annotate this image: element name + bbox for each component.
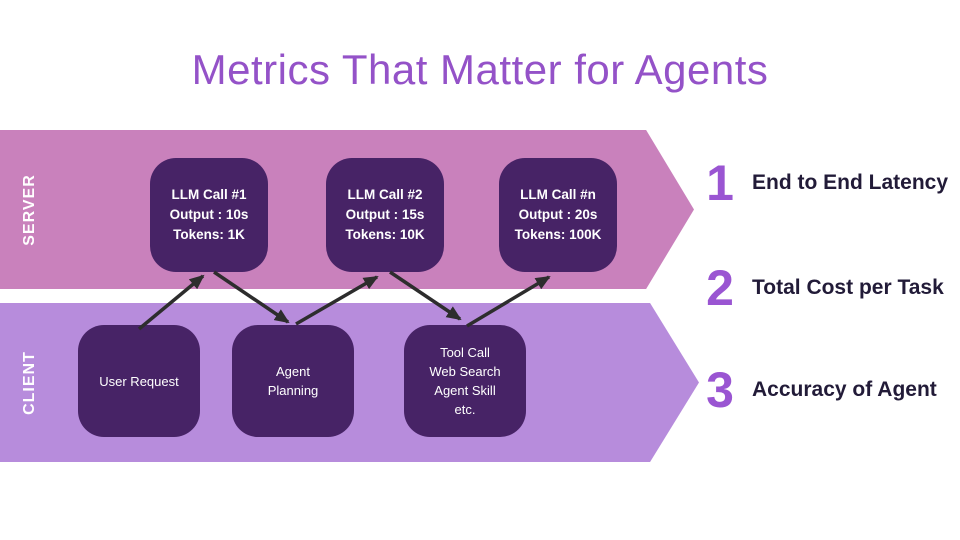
llm-call-2-title: LLM Call #2 [347, 187, 423, 202]
tool-call-label-line4: etc. [454, 402, 476, 417]
llm-call-2-output: Output : 15s [345, 207, 425, 222]
llm-call-1-box: LLM Call #1 Output : 10s Tokens: 1K [150, 158, 268, 272]
llm-call-n-tokens: Tokens: 100K [514, 227, 602, 242]
metric-number-3: 3 [706, 362, 734, 418]
metric-label-3: Accuracy of Agent [752, 378, 937, 401]
tool-call-box: Tool Call Web Search Agent Skill etc. [404, 325, 526, 437]
metric-number-1: 1 [706, 155, 734, 211]
llm-call-n-output: Output : 20s [518, 207, 598, 222]
llm-call-1-output: Output : 10s [169, 207, 249, 222]
metric-item-accuracy-of-agent: 3 Accuracy of Agent [700, 365, 937, 415]
metric-label-2: Total Cost per Task [752, 276, 944, 299]
agent-planning-label-line2: Planning [267, 383, 319, 398]
user-request-label: User Request [99, 373, 179, 389]
tool-call-label-line2: Web Search [429, 364, 501, 379]
tool-call-label-line1: Tool Call [440, 345, 490, 360]
llm-call-2-box: LLM Call #2 Output : 15s Tokens: 10K [326, 158, 444, 272]
server-lane-label: SERVER [21, 173, 38, 246]
agent-planning-label-line1: Agent [276, 364, 310, 379]
llm-call-2-tokens: Tokens: 10K [345, 227, 425, 242]
metric-label-1: End to End Latency [752, 171, 949, 194]
llm-call-n-title: LLM Call #n [520, 187, 596, 202]
llm-call-1-tokens: Tokens: 1K [173, 227, 245, 242]
metric-number-2: 2 [706, 260, 734, 316]
llm-call-n-box: LLM Call #n Output : 20s Tokens: 100K [499, 158, 617, 272]
client-lane-label: CLIENT [21, 350, 38, 415]
metric-item-total-cost-per-task: 2 Total Cost per Task [700, 263, 944, 313]
page-title: Metrics That Matter for Agents [191, 46, 769, 93]
user-request-box: User Request [78, 325, 200, 437]
agent-planning-box: Agent Planning [232, 325, 354, 437]
llm-call-1-title: LLM Call #1 [171, 187, 247, 202]
metric-item-end-to-end-latency: 1 End to End Latency [700, 158, 948, 208]
tool-call-label-line3: Agent Skill [434, 383, 496, 398]
